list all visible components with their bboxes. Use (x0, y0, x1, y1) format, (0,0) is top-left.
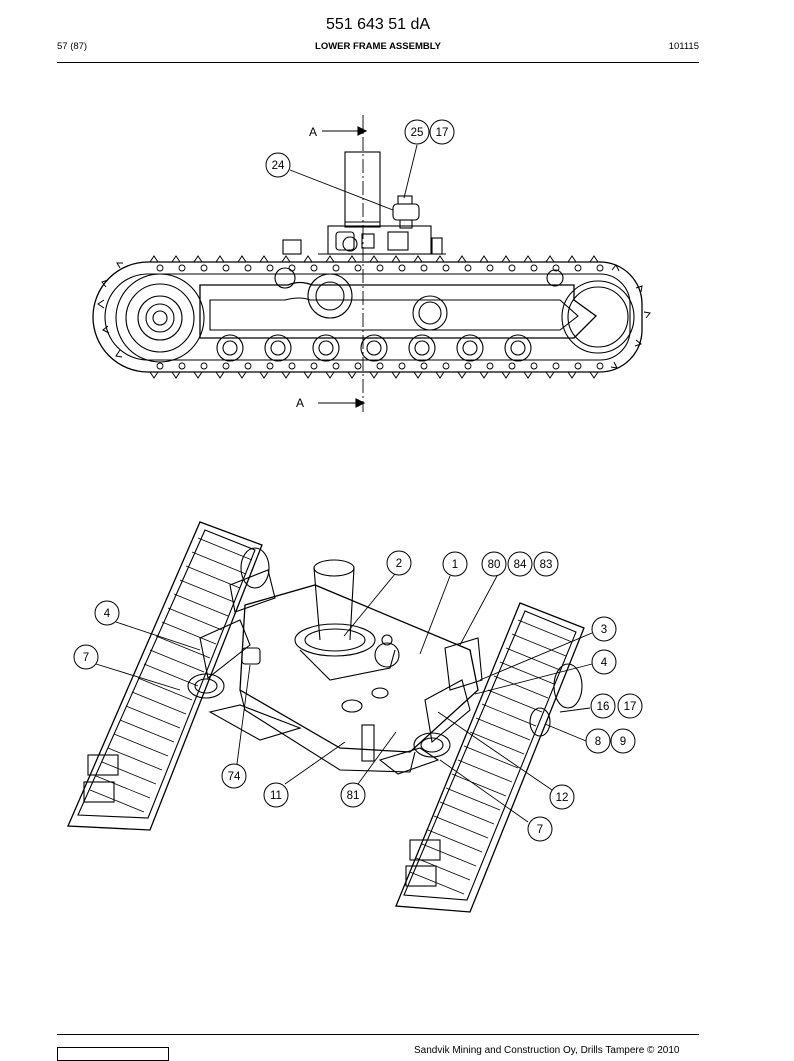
callout-7-left: 7 (83, 652, 89, 664)
callout-80: 80 (488, 559, 501, 571)
footer-copyright: Sandvik Mining and Construction Oy, Dril… (414, 1045, 680, 1056)
callout-9: 9 (620, 736, 626, 748)
section-mark-a-top: A (309, 125, 317, 139)
footer-rule (57, 1034, 699, 1035)
callout-1: 1 (452, 559, 458, 571)
side-view-drawing (92, 115, 651, 412)
brand-logo (57, 1047, 169, 1061)
callout-84: 84 (514, 559, 527, 571)
callout-16: 16 (597, 701, 610, 713)
section-mark-a-bottom: A (296, 396, 304, 410)
callout-11: 11 (270, 790, 282, 802)
callout-24: 24 (272, 160, 285, 172)
page-header: 57 (87) LOWER FRAME ASSEMBLY 101115 (57, 41, 699, 55)
page-number: 57 (87) (57, 41, 88, 52)
callout-3: 3 (601, 624, 607, 636)
section-title: LOWER FRAME ASSEMBLY (315, 41, 441, 52)
isometric-view-drawing (67, 521, 593, 913)
callout-25: 25 (411, 127, 424, 139)
callout-8: 8 (595, 736, 601, 748)
document-number: 551 643 51 dA (325, 16, 431, 33)
callout-4-right: 4 (601, 657, 608, 669)
callout-2: 2 (396, 558, 402, 570)
callout-17-iso: 17 (624, 701, 637, 713)
callout-81: 81 (347, 790, 360, 802)
callout-4-left: 4 (104, 608, 111, 620)
callout-12: 12 (556, 792, 569, 804)
document-date: 101115 (668, 41, 699, 52)
callout-74: 74 (228, 771, 241, 783)
callout-83: 83 (540, 559, 553, 571)
header-rule (57, 62, 699, 63)
callout-7-right: 7 (537, 824, 543, 836)
callout-17: 17 (436, 127, 449, 139)
